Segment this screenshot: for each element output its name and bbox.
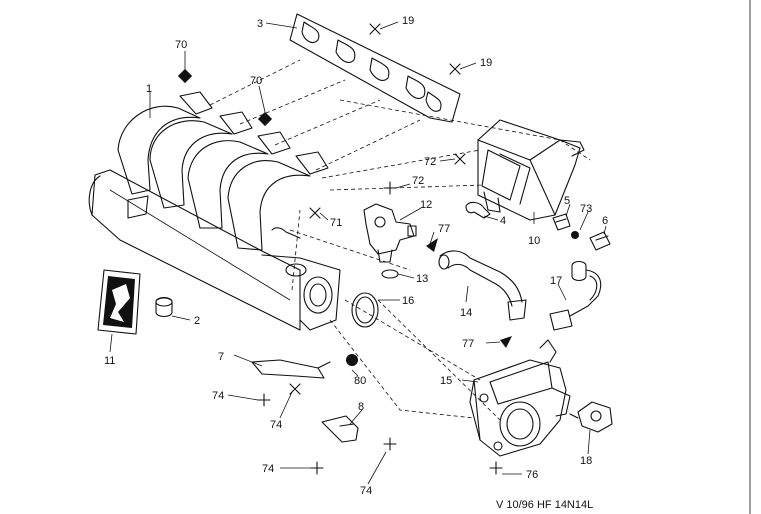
label-72-b: 72	[412, 175, 424, 187]
part-labels: 3 19 19 70 70 1 72 72 12 71 4 5 73 6 10 …	[104, 15, 608, 497]
clip-part-4	[465, 201, 491, 219]
seal-part-16	[351, 292, 379, 328]
label-6: 6	[602, 215, 608, 227]
harness-part-17	[549, 260, 602, 331]
label-16: 16	[402, 295, 414, 307]
marker-part-70-b	[257, 111, 273, 127]
label-4: 4	[500, 215, 506, 227]
label-18: 18	[580, 455, 592, 467]
bracket-part-8	[321, 415, 359, 443]
arrow-77-a	[426, 238, 438, 252]
idle-valve-part-18	[569, 401, 613, 433]
air-housing-part-10	[477, 119, 585, 221]
label-19-a: 19	[402, 15, 414, 27]
label-77-b: 77	[462, 338, 474, 350]
sensor-part-5	[552, 213, 571, 231]
label-74-c: 74	[262, 463, 274, 475]
o-ring-part-13	[381, 269, 399, 279]
sensor-part-12	[363, 203, 417, 263]
plug-part-2	[155, 296, 173, 318]
badge-part-11	[97, 269, 141, 335]
label-77-a: 77	[438, 223, 450, 235]
bracket-part-7	[251, 359, 331, 379]
alignment-lines	[209, 59, 591, 421]
intake-manifold-part-1	[88, 91, 341, 331]
nut-part-80	[346, 354, 358, 366]
label-11: 11	[104, 355, 115, 367]
gasket-part-3	[289, 13, 461, 123]
label-15: 15	[440, 375, 452, 387]
label-74-a: 74	[212, 390, 224, 402]
label-17: 17	[550, 275, 562, 287]
label-70-a: 70	[175, 39, 187, 51]
label-8: 8	[358, 401, 364, 413]
label-2: 2	[194, 315, 200, 327]
reference-code: V 10/96 HF 14N14L	[496, 499, 593, 511]
marker-part-70-a	[177, 68, 193, 84]
label-74-b: 74	[270, 419, 282, 431]
cross-markers	[257, 23, 503, 475]
label-72-a: 72	[424, 156, 436, 168]
label-12: 12	[420, 199, 432, 211]
label-71: 71	[330, 217, 342, 229]
arrow-77-b	[500, 336, 512, 348]
label-5: 5	[564, 195, 570, 207]
label-10: 10	[528, 235, 540, 247]
label-13: 13	[416, 273, 428, 285]
washer-part-73	[571, 231, 579, 239]
label-80: 80	[354, 375, 366, 387]
label-14: 14	[460, 307, 472, 319]
leader-lines	[109, 21, 607, 485]
bolt-part-6	[589, 231, 611, 251]
label-74-d: 74	[360, 485, 372, 497]
hose-part-14	[438, 250, 527, 321]
label-73: 73	[580, 203, 592, 215]
label-1: 1	[146, 83, 152, 95]
label-76: 76	[526, 469, 538, 481]
throttle-body-part-15	[469, 339, 571, 457]
label-70-b: 70	[250, 75, 262, 87]
label-3: 3	[257, 18, 263, 30]
label-19-b: 19	[480, 57, 492, 69]
label-7: 7	[218, 351, 224, 363]
